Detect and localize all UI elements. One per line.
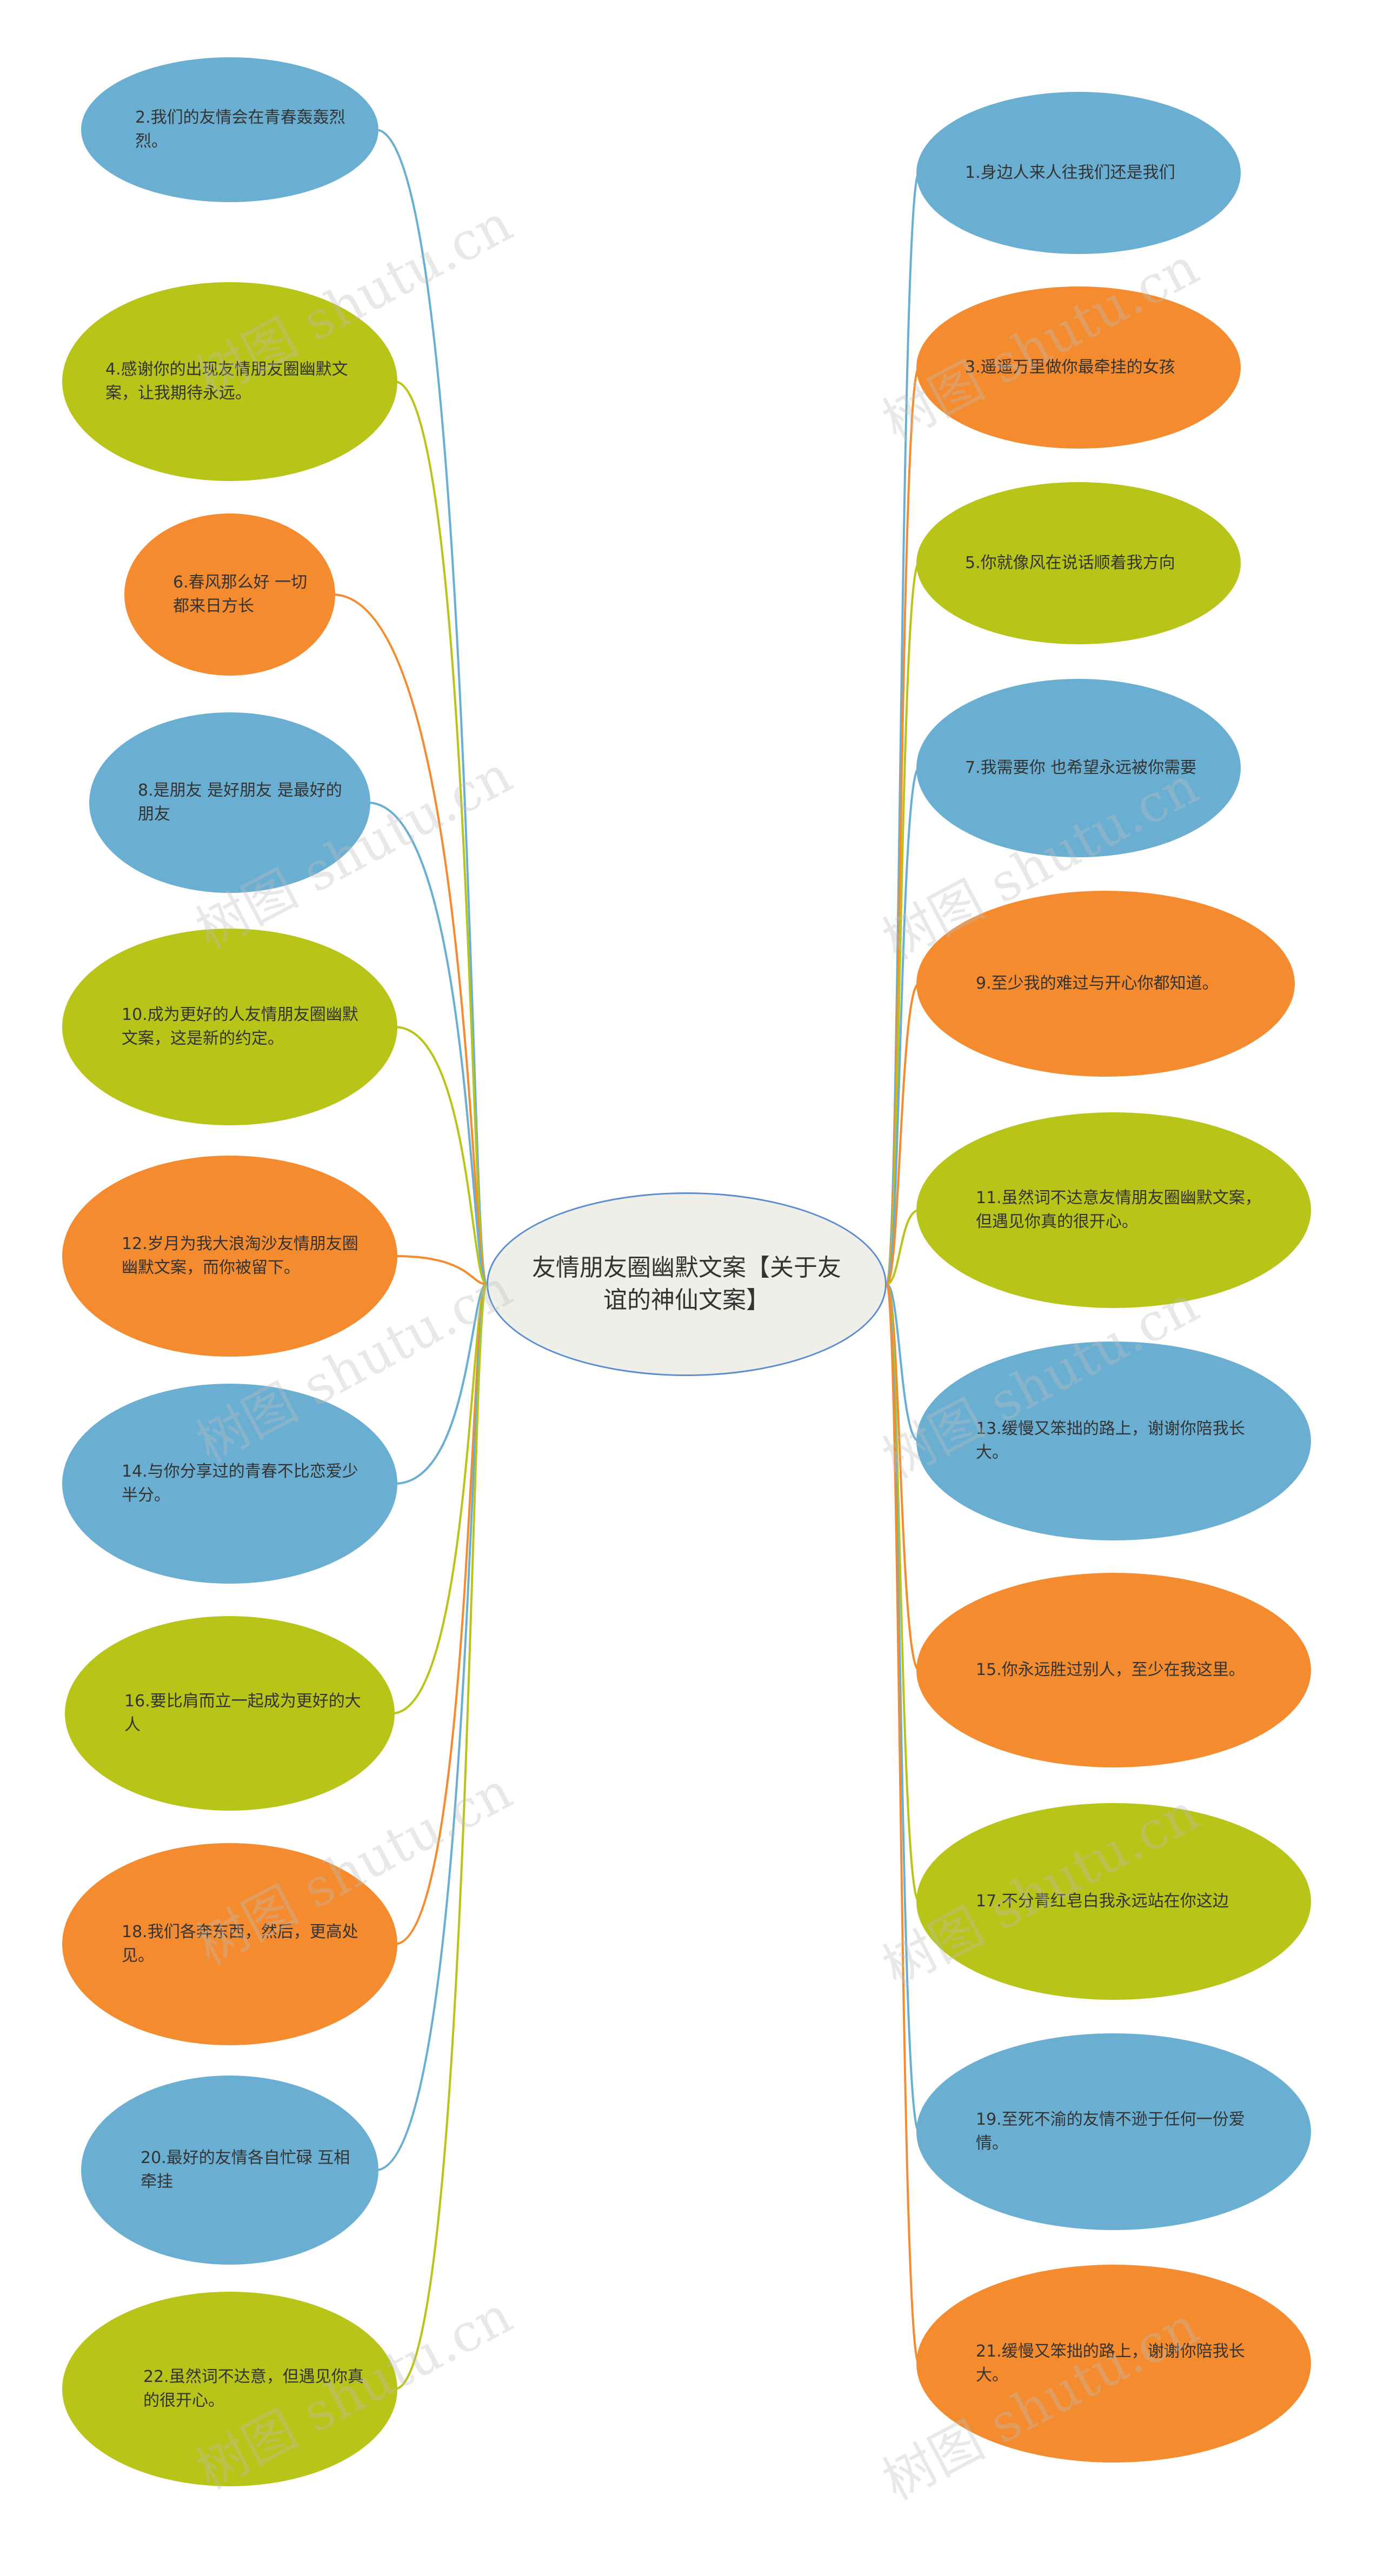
central-topic[interactable]: 友情朋友圈幽默文案【关于友谊的神仙文案】: [487, 1192, 887, 1376]
left-connector-5: [394, 1026, 487, 1285]
left-connector-11: [394, 1283, 488, 2390]
left-topic-7[interactable]: 14.与你分享过的青春不比恋爱少半分。: [62, 1384, 397, 1584]
left-topic-label: 12.岁月为我大浪淘沙友情朋友圈幽默文案，而你被留下。: [122, 1234, 358, 1277]
right-topic-1[interactable]: 1.身边人来人往我们还是我们: [916, 92, 1241, 254]
right-connector-4: [886, 767, 920, 1285]
left-topic-11[interactable]: 22.虽然词不达意，但遇见你真的很开心。: [62, 2292, 397, 2486]
left-topic-label: 14.与你分享过的青春不比恋爱少半分。: [122, 1462, 358, 1505]
right-topic-5[interactable]: 9.至少我的难过与开心你都知道。: [916, 891, 1295, 1077]
left-connector-6: [394, 1255, 487, 1285]
left-topic-10[interactable]: 20.最好的友情各自忙碌 互相牵挂: [81, 2076, 378, 2265]
left-topic-label: 16.要比肩而立一起成为更好的大人: [124, 1692, 361, 1734]
right-topic-8[interactable]: 15.你永远胜过别人，至少在我这里。: [916, 1573, 1311, 1767]
right-topic-label: 1.身边人来人往我们还是我们: [965, 163, 1175, 182]
right-topic-label: 13.缓慢又笨拙的路上，谢谢你陪我长大。: [976, 1419, 1245, 1462]
central-topic-title: 友情朋友圈幽默文案【关于友谊的神仙文案】: [532, 1254, 841, 1314]
right-topic-7[interactable]: 13.缓慢又笨拙的路上，谢谢你陪我长大。: [916, 1342, 1311, 1540]
left-topic-label: 8.是朋友 是好朋友 是最好的朋友: [138, 781, 342, 824]
right-topic-6[interactable]: 11.虽然词不达意友情朋友圈幽默文案，但遇见你真的很开心。: [916, 1112, 1311, 1308]
left-topic-label: 18.我们各奔东西，然后，更高处见。: [122, 1923, 358, 1965]
right-connector-11: [886, 1283, 920, 2365]
left-connector-7: [394, 1283, 487, 1485]
right-topic-label: 5.你就像风在说话顺着我方向: [965, 553, 1175, 572]
left-connector-8: [391, 1283, 488, 1714]
left-topic-label: 4.感谢你的出现友情朋友圈幽默文案，让我期待永远。: [105, 360, 348, 403]
left-topic-label: 6.春风那么好 一切都来日方长: [173, 573, 308, 616]
right-topic-label: 15.你永远胜过别人，至少在我这里。: [976, 1660, 1245, 1679]
right-connector-6: [886, 1209, 920, 1285]
left-topic-label: 22.虽然词不达意，但遇见你真的很开心。: [143, 2367, 364, 2410]
left-topic-1[interactable]: 2.我们的友情会在青春轰轰烈烈。: [81, 57, 378, 202]
right-topic-label: 11.虽然词不达意友情朋友圈幽默文案，但遇见你真的很开心。: [976, 1189, 1261, 1231]
left-topic-label: 10.成为更好的人友情朋友圈幽默文案，这是新的约定。: [122, 1005, 358, 1048]
left-topic-8[interactable]: 16.要比肩而立一起成为更好的大人: [65, 1616, 395, 1811]
left-topic-2[interactable]: 4.感谢你的出现友情朋友圈幽默文案，让我期待永远。: [62, 282, 397, 481]
left-topic-5[interactable]: 10.成为更好的人友情朋友圈幽默文案，这是新的约定。: [62, 929, 397, 1125]
left-topic-label: 2.我们的友情会在青春轰轰烈烈。: [135, 108, 345, 151]
left-topic-6[interactable]: 12.岁月为我大浪淘沙友情朋友圈幽默文案，而你被留下。: [62, 1156, 397, 1357]
right-topic-label: 17.不分青红皂白我永远站在你这边: [976, 1892, 1229, 1911]
right-topic-label: 3.遥遥万里做你最牵挂的女孩: [965, 358, 1175, 377]
right-topic-2[interactable]: 3.遥遥万里做你最牵挂的女孩: [916, 286, 1241, 449]
right-topic-label: 7.我需要你 也希望永远被你需要: [965, 758, 1197, 777]
left-topic-3[interactable]: 6.春风那么好 一切都来日方长: [124, 513, 335, 676]
right-topic-label: 9.至少我的难过与开心你都知道。: [976, 974, 1219, 993]
right-topic-label: 21.缓慢又笨拙的路上，谢谢你陪我长大。: [976, 2342, 1245, 2385]
left-connector-4: [367, 802, 488, 1285]
left-topic-4[interactable]: 8.是朋友 是好朋友 是最好的朋友: [89, 712, 370, 893]
right-connector-7: [886, 1283, 920, 1442]
right-topic-11[interactable]: 21.缓慢又笨拙的路上，谢谢你陪我长大。: [916, 2265, 1311, 2462]
right-topic-9[interactable]: 17.不分青红皂白我永远站在你这边: [916, 1803, 1311, 2000]
left-connector-3: [332, 593, 488, 1285]
right-connector-5: [886, 983, 920, 1285]
right-topic-10[interactable]: 19.至死不渝的友情不逊于任何一份爱情。: [916, 2033, 1311, 2230]
right-topic-label: 19.至死不渝的友情不逊于任何一份爱情。: [976, 2110, 1245, 2153]
right-topic-3[interactable]: 5.你就像风在说话顺着我方向: [916, 482, 1241, 644]
left-connector-2: [394, 381, 488, 1285]
left-topic-9[interactable]: 18.我们各奔东西，然后，更高处见。: [62, 1843, 397, 2045]
right-topic-4[interactable]: 7.我需要你 也希望永远被你需要: [916, 679, 1241, 857]
left-topic-label: 20.最好的友情各自忙碌 互相牵挂: [141, 2148, 350, 2191]
